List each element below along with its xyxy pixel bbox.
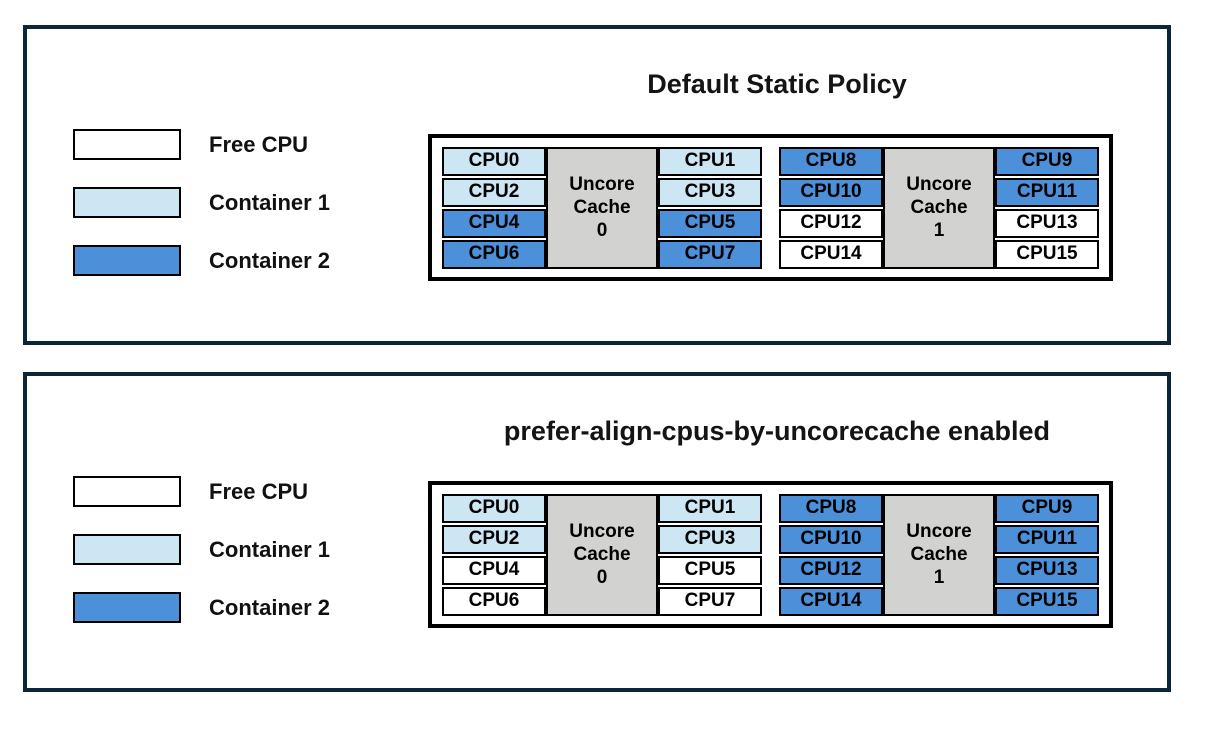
legend: Free CPU Container 1 Container 2 bbox=[73, 476, 330, 623]
legend-label: Container 1 bbox=[209, 189, 331, 215]
cpu-cell-cpu1: CPU1 bbox=[658, 493, 762, 523]
legend-item-container-1: Container 1 bbox=[73, 534, 330, 565]
legend-swatch-free-cpu bbox=[73, 476, 181, 507]
cpu-cell-cpu1: CPU1 bbox=[658, 146, 762, 176]
uncore-cache-1-box: Uncore Cache 1 bbox=[883, 146, 995, 269]
legend-item-free-cpu: Free CPU bbox=[73, 476, 330, 507]
cpu-cell-cpu5: CPU5 bbox=[658, 208, 762, 238]
cpu-cell-cpu10: CPU10 bbox=[779, 177, 883, 207]
panel-title: Default Static Policy bbox=[647, 69, 907, 99]
cpu-cell-cpu14: CPU14 bbox=[779, 239, 883, 269]
cpu-cell-cpu8: CPU8 bbox=[779, 146, 883, 176]
legend-swatch-container-2 bbox=[73, 245, 181, 276]
cpu-cell-cpu9: CPU9 bbox=[995, 146, 1099, 176]
cpu-cell-cpu15: CPU15 bbox=[995, 586, 1099, 616]
cpu-cell-cpu13: CPU13 bbox=[995, 208, 1099, 238]
policy-panel-default: Default Static Policy Free CPU Container… bbox=[23, 25, 1171, 345]
uncore-cache-number: 0 bbox=[596, 567, 608, 588]
panel-title: prefer-align-cpus-by-uncorecache enabled bbox=[503, 416, 1051, 446]
cpu-cell-cpu14: CPU14 bbox=[779, 586, 883, 616]
uncore-cache-0-box: Uncore Cache 0 bbox=[546, 146, 658, 269]
legend-item-container-1: Container 1 bbox=[73, 187, 330, 218]
cpu-cell-cpu6: CPU6 bbox=[442, 586, 546, 616]
cpu-cell-cpu15: CPU15 bbox=[995, 239, 1099, 269]
uncore-cache-label: Uncore bbox=[569, 174, 635, 195]
uncore-cache-label: Cache bbox=[910, 544, 968, 565]
uncore-cache-label: Uncore bbox=[569, 521, 635, 542]
uncore-cache-number: 0 bbox=[596, 220, 608, 241]
legend-label: Free CPU bbox=[209, 131, 309, 157]
legend: Free CPU Container 1 Container 2 bbox=[73, 129, 330, 276]
uncore-cache-label: Cache bbox=[910, 197, 968, 218]
cpu-cell-cpu3: CPU3 bbox=[658, 524, 762, 554]
uncore-cache-label: Cache bbox=[573, 544, 631, 565]
uncore-cache-number: 1 bbox=[933, 220, 945, 241]
uncore-cache-label: Cache bbox=[573, 197, 631, 218]
uncore-cache-0-box: Uncore Cache 0 bbox=[546, 493, 658, 616]
cpu-cell-cpu13: CPU13 bbox=[995, 555, 1099, 585]
legend-item-container-2: Container 2 bbox=[73, 592, 330, 623]
legend-label: Container 2 bbox=[209, 594, 331, 620]
cpu-cell-cpu4: CPU4 bbox=[442, 208, 546, 238]
policy-panel-uncorecache-enabled: prefer-align-cpus-by-uncorecache enabled… bbox=[23, 372, 1171, 692]
legend-item-container-2: Container 2 bbox=[73, 245, 330, 276]
cpu-cell-cpu12: CPU12 bbox=[779, 555, 883, 585]
cpu-cell-cpu4: CPU4 bbox=[442, 555, 546, 585]
cpu-cell-cpu12: CPU12 bbox=[779, 208, 883, 238]
uncore-cache-1-box: Uncore Cache 1 bbox=[883, 493, 995, 616]
cpu-cell-cpu6: CPU6 bbox=[442, 239, 546, 269]
cpu-cell-cpu11: CPU11 bbox=[995, 524, 1099, 554]
uncore-cache-label: Uncore bbox=[906, 521, 972, 542]
legend-swatch-free-cpu bbox=[73, 129, 181, 160]
cpu-cell-cpu0: CPU0 bbox=[442, 146, 546, 176]
uncore-cache-label: Uncore bbox=[906, 174, 972, 195]
cpu-cell-cpu0: CPU0 bbox=[442, 493, 546, 523]
cpu-cell-cpu2: CPU2 bbox=[442, 177, 546, 207]
legend-item-free-cpu: Free CPU bbox=[73, 129, 330, 160]
legend-label: Container 2 bbox=[209, 247, 331, 273]
legend-swatch-container-1 bbox=[73, 187, 181, 218]
cpu-cell-cpu8: CPU8 bbox=[779, 493, 883, 523]
uncore-cache-number: 1 bbox=[933, 567, 945, 588]
legend-label: Free CPU bbox=[209, 478, 309, 504]
cpu-cell-cpu9: CPU9 bbox=[995, 493, 1099, 523]
cpu-cell-cpu11: CPU11 bbox=[995, 177, 1099, 207]
cpu-cell-cpu3: CPU3 bbox=[658, 177, 762, 207]
legend-swatch-container-1 bbox=[73, 534, 181, 565]
cpu-cell-cpu5: CPU5 bbox=[658, 555, 762, 585]
legend-label: Container 1 bbox=[209, 536, 331, 562]
cpu-cell-cpu10: CPU10 bbox=[779, 524, 883, 554]
legend-swatch-container-2 bbox=[73, 592, 181, 623]
cpu-cell-cpu7: CPU7 bbox=[658, 239, 762, 269]
cpu-cell-cpu2: CPU2 bbox=[442, 524, 546, 554]
cpu-cell-cpu7: CPU7 bbox=[658, 586, 762, 616]
